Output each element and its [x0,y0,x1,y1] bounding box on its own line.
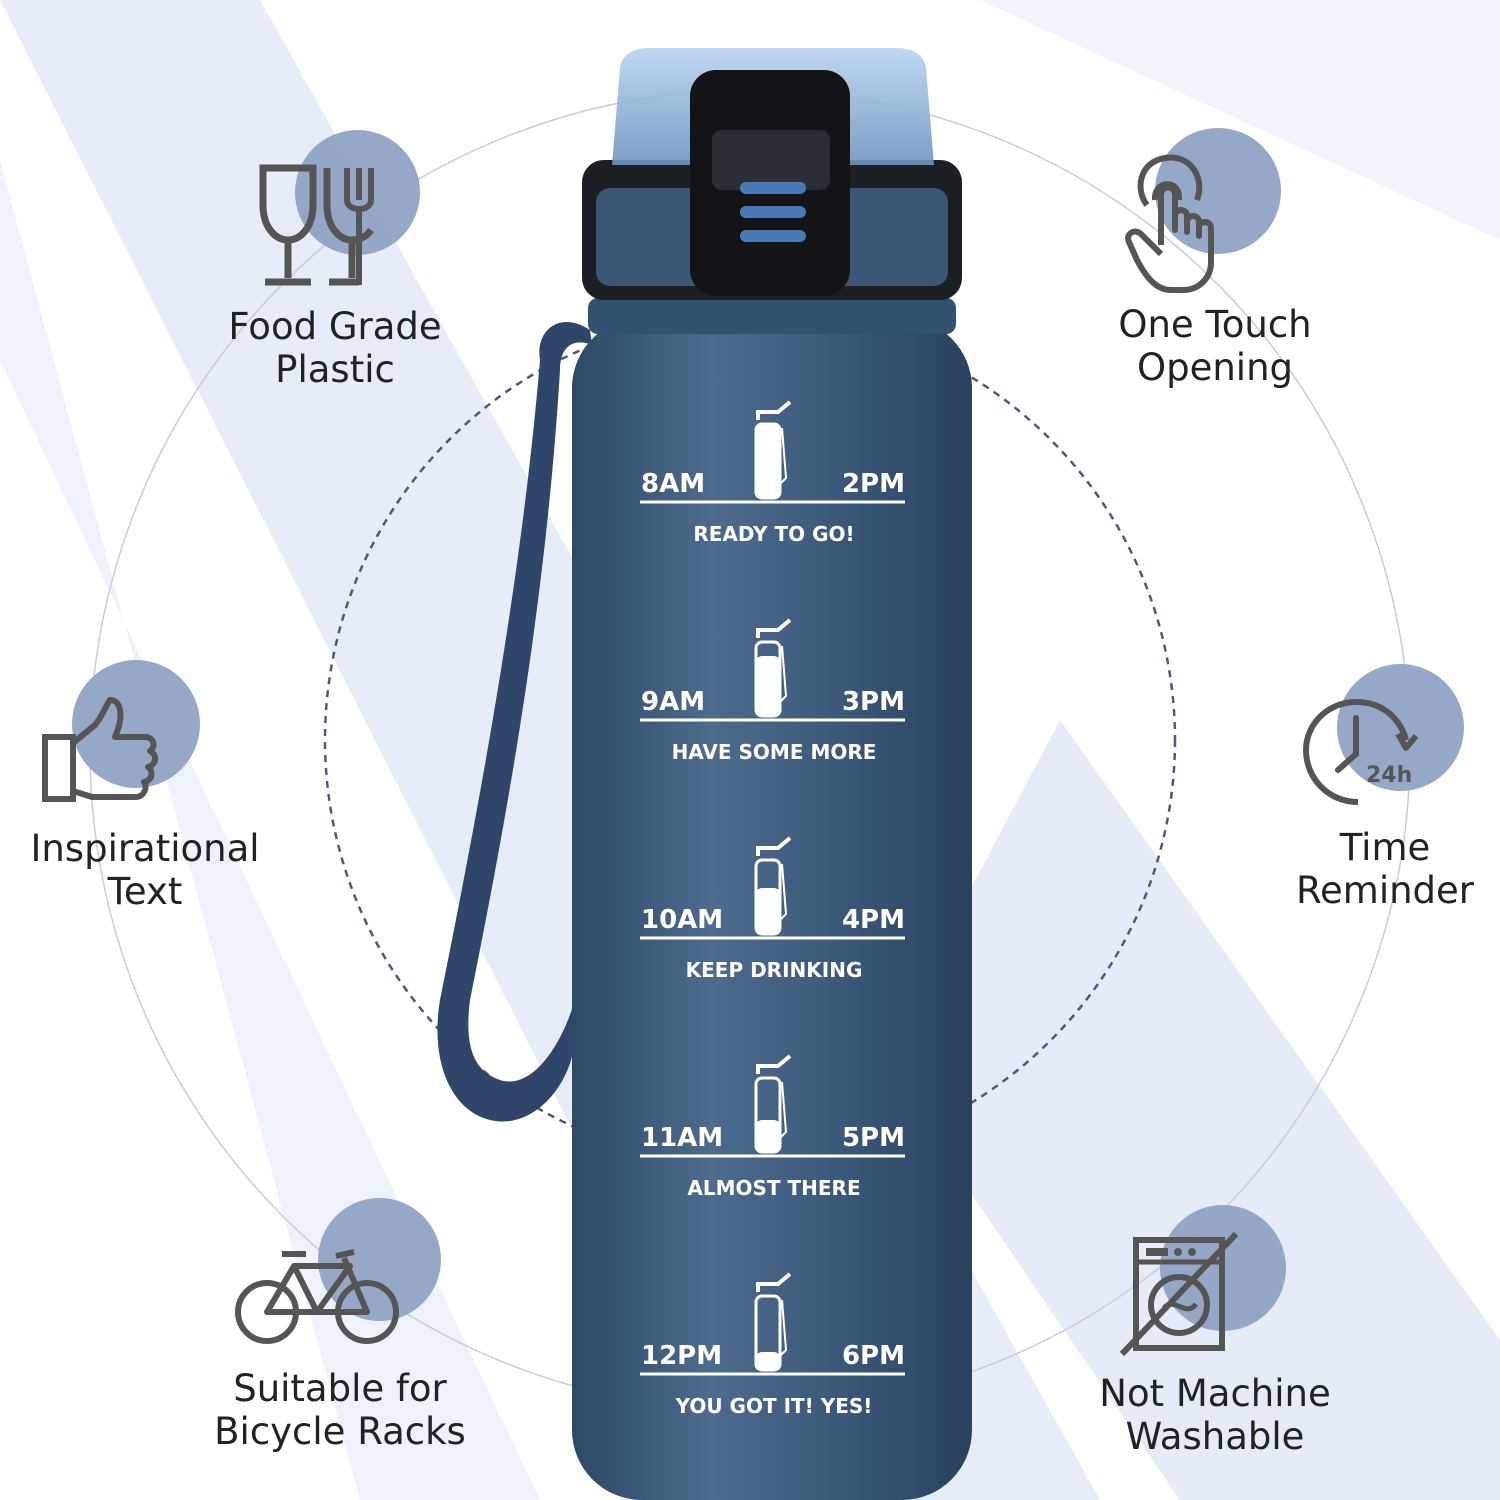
latch-grip [740,182,806,194]
thumbs-up-icon [40,695,160,814]
mini-bottle-icon [754,836,792,936]
feature-label: Food Grade Plastic [228,305,442,391]
marker-time-left: 12PM [641,1341,722,1371]
mini-bottle-icon [754,1054,792,1154]
latch-grip [740,230,806,242]
marker-time-left: 10AM [641,905,723,935]
marker-time-left: 9AM [641,687,705,717]
time-marker: 9AM 3PM HAVE SOME MORE [640,618,905,764]
marker-message: READY TO GO! [693,522,854,546]
feature-bicycle-racks: Suitable for Bicycle Racks [190,1367,490,1453]
feature-label: Time Reminder [1295,826,1475,912]
marker-time-right: 4PM [842,905,905,935]
feature-not-machine-washable: Not Machine Washable [1070,1372,1360,1458]
marker-time-left: 11AM [641,1123,723,1153]
feature-food-grade: Food Grade Plastic [200,305,470,391]
time-marker: 11AM 5PM ALMOST THERE [640,1054,905,1200]
mini-bottle-icon [754,400,792,500]
feature-one-touch: One Touch Opening [1080,303,1350,389]
time-markers: 8AM 2PM READY TO GO! 9AM 3PM HAVE SOME MORE 10… [640,400,905,1418]
diagonal-stripe [980,0,1500,240]
marker-message: ALMOST THERE [687,1176,860,1200]
time-marker: 8AM 2PM READY TO GO! [640,400,905,546]
marker-time-right: 3PM [842,687,905,717]
bottle-cap-latch-window [712,130,830,190]
time-marker: 10AM 4PM KEEP DRINKING [640,836,905,982]
touch-hand-icon [1125,150,1235,304]
bottle-strap [437,321,592,1122]
time-marker: 12PM 6PM YOU GOT IT! YES! [640,1272,905,1418]
feature-label: Inspirational Text [30,827,260,913]
marker-time-right: 5PM [842,1123,905,1153]
mini-bottle-icon [754,1272,792,1372]
feature-label: Not Machine Washable [1099,1372,1331,1458]
marker-message: YOU GOT IT! YES! [675,1394,873,1418]
marker-message: KEEP DRINKING [686,958,863,982]
feature-inspirational-text: Inspirational Text [5,827,285,913]
mini-bottle-icon [754,618,792,718]
feature-time-reminder: Time Reminder [1270,826,1500,912]
no-washing-machine-icon [1118,1230,1243,1364]
marker-time-right: 6PM [842,1341,905,1371]
diagonal-stripe [880,720,1500,1500]
clock-24h-icon: 24h [1302,698,1422,814]
marker-time-right: 2PM [842,469,905,499]
marker-time-left: 8AM [641,469,705,499]
food-grade-icon [255,160,385,294]
feature-label: Suitable for Bicycle Racks [214,1367,466,1453]
clock-24h-label: 24h [1366,763,1412,788]
bottle-neck [588,298,956,334]
marker-message: HAVE SOME MORE [672,740,877,764]
bicycle-icon [232,1240,402,1354]
latch-grip [740,206,806,218]
feature-label: One Touch Opening [1118,303,1312,389]
